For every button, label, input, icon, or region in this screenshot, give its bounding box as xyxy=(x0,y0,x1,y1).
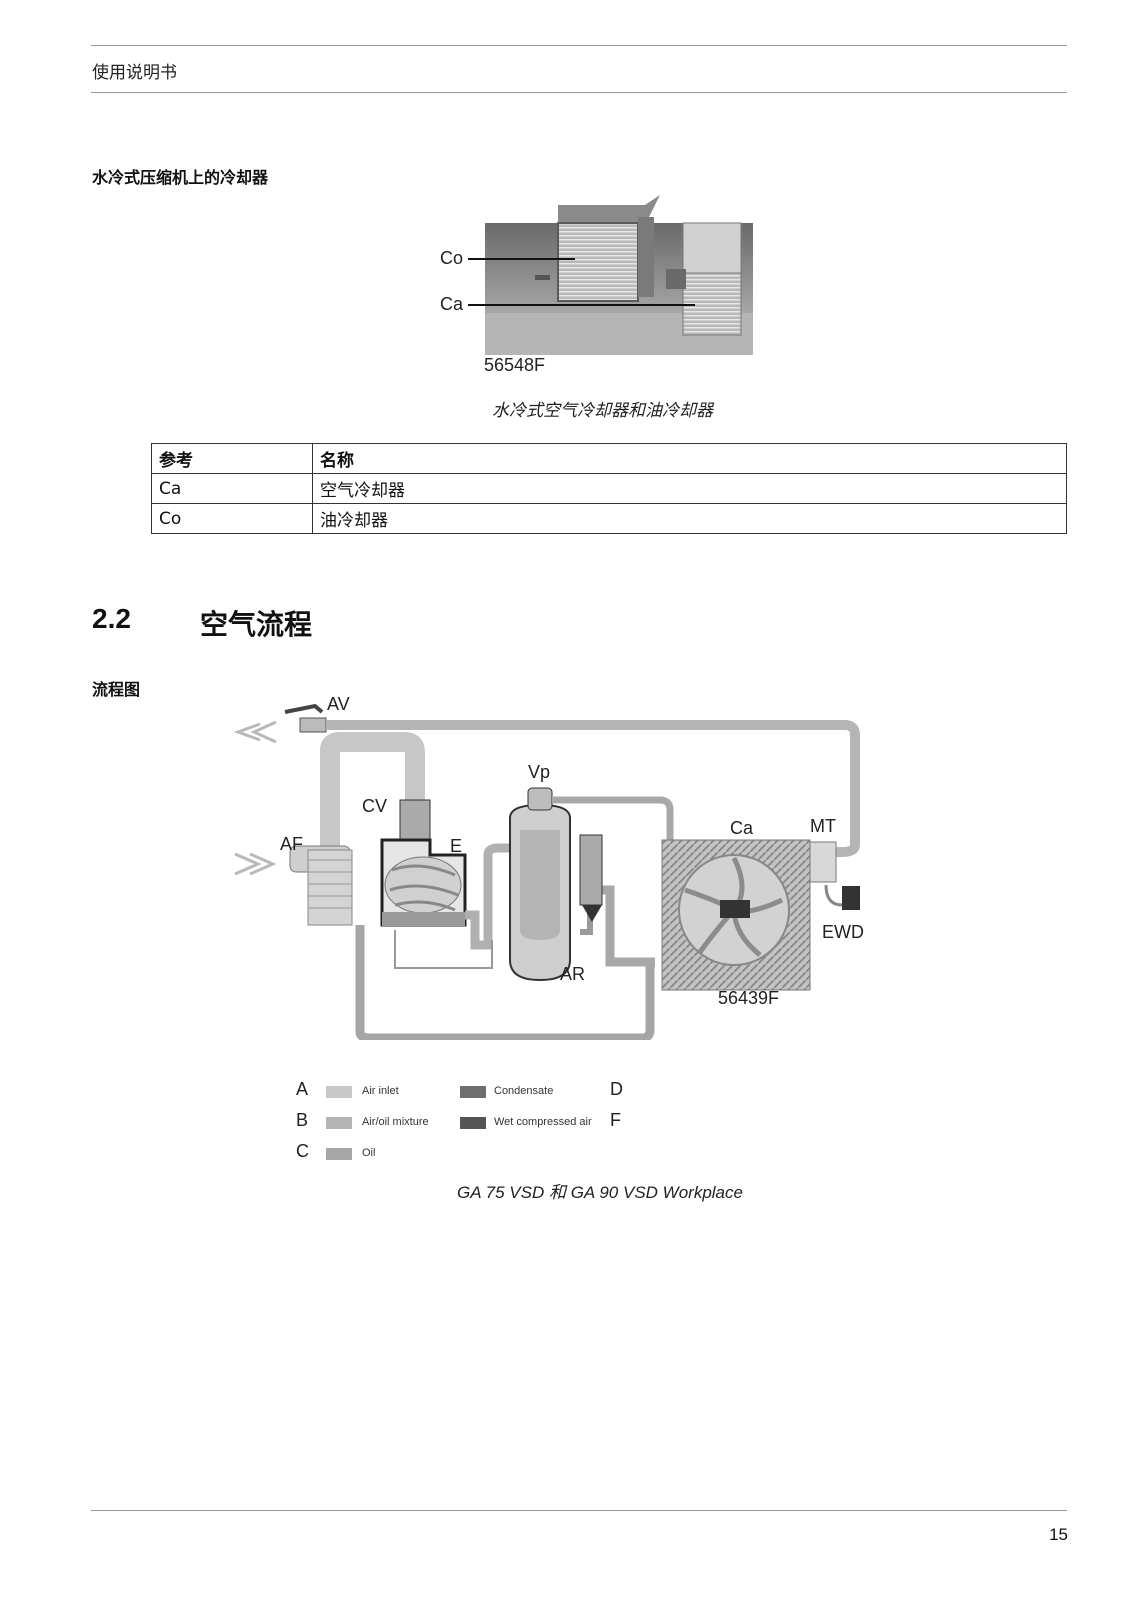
table-row: Ca 空气冷却器 xyxy=(151,473,1067,504)
legend-swatch xyxy=(460,1086,486,1098)
diagram-label-vp: Vp xyxy=(528,762,551,782)
table-header-name: 名称 xyxy=(312,443,1067,474)
air-flow-diagram: AV AF CV E Vp Ca MT EWD AR 56439F xyxy=(230,694,890,1043)
section-title: 空气流程 xyxy=(200,608,313,641)
legend-text: Air inlet xyxy=(362,1085,399,1097)
legend-item: C Oil xyxy=(290,1141,440,1163)
reference-table: 参考 名称 Ca 空气冷却器 Co 油冷却器 xyxy=(151,443,1067,534)
legend-letter: B xyxy=(296,1110,309,1130)
header-bottom-rule xyxy=(91,92,1067,93)
air-flow-diagram-graphic xyxy=(233,703,860,1043)
diagram-label-ar: AR xyxy=(560,964,586,984)
diagram-legend: A Air inlet B Air/oil mixture C Oil Cond… xyxy=(290,1079,650,1173)
legend-swatch xyxy=(326,1117,352,1129)
diagram-label-cv: CV xyxy=(362,796,388,816)
flow-diagram-caption: GA 75 VSD 和 GA 90 VSD Workplace xyxy=(457,1183,743,1202)
legend-swatch xyxy=(460,1117,486,1129)
photo-code: 56548F xyxy=(484,355,546,375)
legend-text: Oil xyxy=(362,1147,376,1159)
legend-text: Air/oil mixture xyxy=(362,1116,429,1128)
legend-swatch xyxy=(326,1148,352,1160)
table-row: Co 油冷却器 xyxy=(151,503,1067,534)
header-title: 使用说明书 xyxy=(92,63,177,83)
cooler-section-heading: 水冷式压缩机上的冷却器 xyxy=(92,168,269,187)
diagram-label-e: E xyxy=(450,836,463,856)
legend-letter: D xyxy=(610,1079,623,1099)
legend-item: Condensate D xyxy=(460,1079,650,1101)
diagram-code: 56439F xyxy=(718,988,780,1008)
page-number: 15 xyxy=(1049,1525,1068,1544)
diagram-label-ewd: EWD xyxy=(822,922,864,942)
legend-swatch xyxy=(326,1086,352,1098)
legend-letter: A xyxy=(296,1079,309,1099)
legend-letter: C xyxy=(296,1141,309,1161)
diagram-label-ca: Ca xyxy=(730,818,754,838)
photo-label-co: Co xyxy=(440,248,464,268)
diagram-label-mt: MT xyxy=(810,816,836,836)
table-cell-ref: Co xyxy=(151,503,313,534)
table-cell-ref: Ca xyxy=(151,473,313,504)
cooler-photo-caption: 水冷式空气冷却器和油冷却器 xyxy=(492,401,713,421)
legend-item: Wet compressed air F xyxy=(460,1110,650,1132)
cooler-photo-image xyxy=(468,195,753,355)
diagram-label-af: AF xyxy=(280,834,304,854)
diagram-label-av: AV xyxy=(327,694,350,714)
flow-diagram-heading: 流程图 xyxy=(92,680,141,699)
legend-item: B Air/oil mixture xyxy=(290,1110,440,1132)
photo-label-ca: Ca xyxy=(440,294,464,314)
table-cell-name: 油冷却器 xyxy=(312,503,1067,534)
cooler-photo: Co Ca 56548F xyxy=(440,195,765,380)
legend-text: Condensate xyxy=(494,1085,554,1097)
footer-rule xyxy=(91,1510,1067,1511)
legend-item: A Air inlet xyxy=(290,1079,440,1101)
table-header-row: 参考 名称 xyxy=(151,443,1067,474)
legend-text: Wet compressed air xyxy=(494,1116,592,1128)
table-header-ref: 参考 xyxy=(151,443,313,474)
section-number: 2.2 xyxy=(92,603,131,634)
table-cell-name: 空气冷却器 xyxy=(312,473,1067,504)
header-top-rule xyxy=(91,45,1067,46)
legend-letter: F xyxy=(610,1110,621,1130)
